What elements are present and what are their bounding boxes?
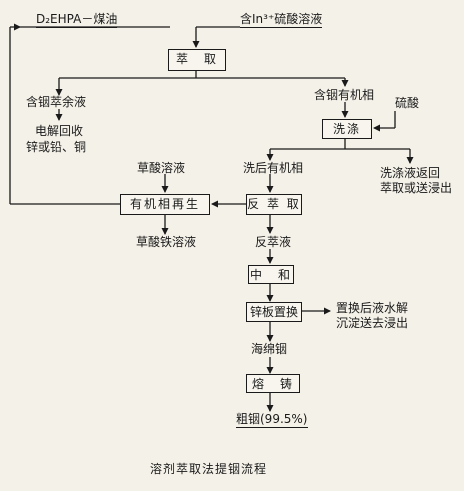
figure-caption: 溶剂萃取法提铟流程 xyxy=(150,462,268,476)
washed-organic-label: 洗后有机相 xyxy=(243,161,304,175)
oxalic-solution-label: 草酸溶液 xyxy=(137,161,186,175)
after-displacement-line1: 置换后液水解 xyxy=(336,301,409,315)
extraction-step: 萃 取 xyxy=(168,49,226,71)
zinc-displacement-step: 锌板置换 xyxy=(246,302,302,322)
casting-step: 熔 铸 xyxy=(246,374,300,393)
raffinate-label: 含铟萃余液 xyxy=(26,95,87,109)
raffinate-treatment-line1: 电解回收 xyxy=(35,124,84,138)
extractant-label: D₂EHPA－煤油 xyxy=(36,12,118,28)
strip-liquor-label: 反萃液 xyxy=(255,235,292,249)
sulfuric-acid-label: 硫酸 xyxy=(395,96,420,110)
regeneration-step: 有机相再生 xyxy=(120,194,210,215)
loaded-organic-label: 含铟有机相 xyxy=(314,88,375,102)
sponge-indium-label: 海绵铟 xyxy=(251,342,288,356)
neutralization-step: 中 和 xyxy=(248,265,294,284)
raffinate-treatment-line2: 锌或铅、铜 xyxy=(26,140,87,154)
washing-step: 洗涤 xyxy=(322,119,372,139)
stripping-step: 反 萃 取 xyxy=(246,194,302,215)
crude-indium-label: 粗铟(99.5%) xyxy=(236,412,308,428)
after-displacement-line2: 沉淀送去浸出 xyxy=(336,316,409,330)
feed-solution-label: 含In³⁺硫酸溶液 xyxy=(240,12,323,28)
wash-return-line2: 萃取或送浸出 xyxy=(380,181,453,195)
wash-return-line1: 洗涤液返回 xyxy=(380,166,441,180)
ferric-oxalate-label: 草酸铁溶液 xyxy=(136,235,197,249)
